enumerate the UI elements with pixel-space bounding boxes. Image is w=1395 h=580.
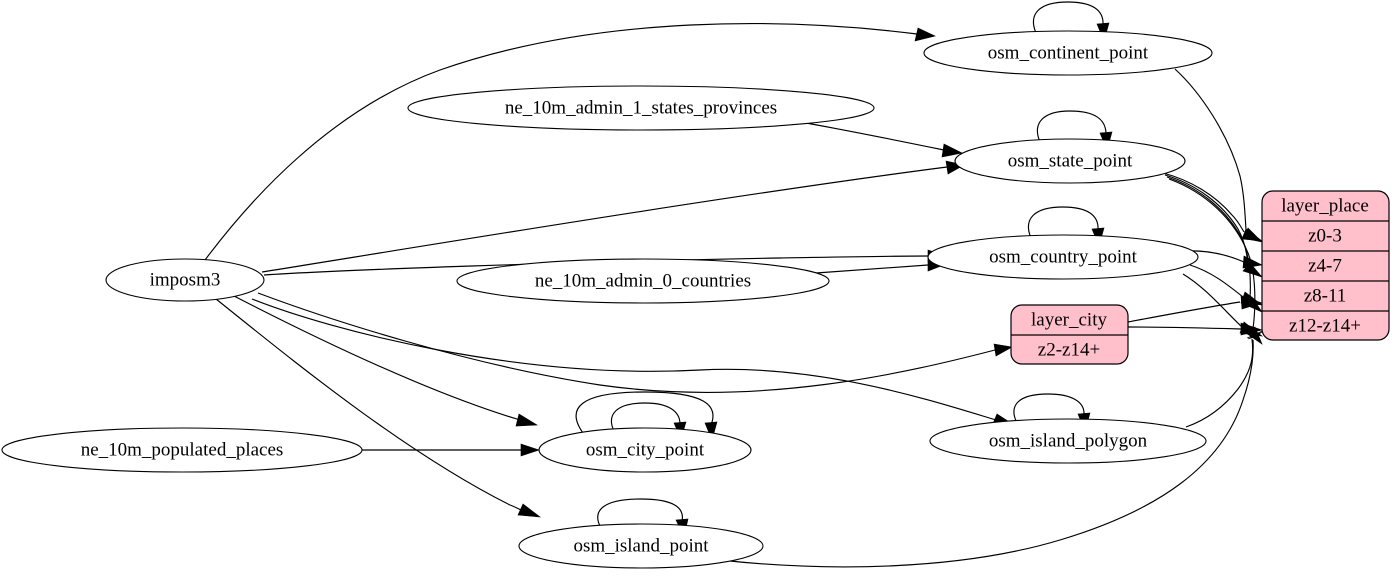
node-osm-city-point[interactable]: osm_city_point <box>538 427 752 473</box>
node-osm-island-point[interactable]: osm_island_point <box>518 523 764 569</box>
edge-imposm3-to-osm-island-point <box>215 298 542 518</box>
edge-ne-populated-places-to-osm-city-point <box>362 443 540 457</box>
edge-layer <box>204 1 1264 568</box>
record-row-layer-place-header: layer_place <box>1281 195 1369 216</box>
node-osm-state-point[interactable]: osm_state_point <box>954 138 1186 184</box>
node-layer-city[interactable]: layer_city z2-z14+ <box>1010 304 1129 365</box>
edge-osm-island-polygon-to-layer-place-z12 <box>1185 330 1263 428</box>
record-row-layer-place-z0-3[interactable]: z0-3 <box>1308 225 1342 246</box>
edge-osm-state-point-to-layer-place-z8-11 <box>1166 176 1263 313</box>
edge-imposm3-to-osm-continent-point <box>204 23 936 261</box>
edge-osm-state-point-to-layer-place-z0-3 <box>1162 172 1264 242</box>
node-label-ne-10m-admin-1-states-provinces: ne_10m_admin_1_states_provinces <box>505 97 777 118</box>
node-ne-10m-admin-0-countries[interactable]: ne_10m_admin_0_countries <box>456 258 830 304</box>
node-ne-10m-populated-places[interactable]: ne_10m_populated_places <box>1 427 363 473</box>
node-label-osm-island-polygon: osm_island_polygon <box>989 430 1148 451</box>
edge-imposm3-to-osm-city-point <box>233 295 538 427</box>
edge-layer-city-to-layer-place-z12 <box>1127 322 1264 336</box>
record-row-layer-city-header: layer_city <box>1031 309 1107 330</box>
node-label-imposm3: imposm3 <box>150 269 221 290</box>
record-row-layer-city-z2-z14[interactable]: z2-z14+ <box>1038 339 1100 360</box>
edge-osm-island-point-to-layer-place-z12 <box>719 331 1263 568</box>
node-label-ne-10m-populated-places: ne_10m_populated_places <box>81 439 284 460</box>
node-osm-country-point[interactable]: osm_country_point <box>927 234 1199 280</box>
node-ne-10m-admin-1-states-provinces[interactable]: ne_10m_admin_1_states_provinces <box>407 85 875 131</box>
edge-imposm3-to-layer-city <box>257 292 1013 393</box>
node-label-osm-state-point: osm_state_point <box>1008 150 1133 171</box>
edge-ne-admin0-countries-to-osm-country-point <box>815 258 947 274</box>
node-label-osm-continent-point: osm_continent_point <box>988 42 1149 63</box>
node-label-osm-island-point: osm_island_point <box>573 535 709 556</box>
edge-imposm3-to-osm-state-point <box>261 160 965 273</box>
record-row-layer-place-z12-z14[interactable]: z12-z14+ <box>1289 315 1361 336</box>
node-label-ne-10m-admin-0-countries: ne_10m_admin_0_countries <box>535 270 751 291</box>
record-row-layer-place-z4-7[interactable]: z4-7 <box>1308 255 1342 276</box>
node-label-osm-country-point: osm_country_point <box>989 246 1137 267</box>
node-layer: imposm3 ne_10m_admin_1_states_provinces … <box>1 30 1390 569</box>
node-imposm3[interactable]: imposm3 <box>105 258 265 302</box>
edge-layer-city-to-layer-place-z8-11 <box>1127 295 1263 323</box>
edge-osm-continent-point-to-layer-place-z0-3 <box>1174 68 1263 243</box>
self-loop-osm-city-point-outer <box>575 391 718 441</box>
node-label-osm-city-point: osm_city_point <box>586 439 705 460</box>
node-osm-island-polygon[interactable]: osm_island_polygon <box>929 418 1207 464</box>
record-row-layer-place-z8-11[interactable]: z8-11 <box>1304 285 1347 306</box>
edge-imposm3-to-osm-island-polygon <box>251 298 1015 427</box>
edge-ne-states-provinces-to-osm-state-point <box>805 122 963 158</box>
node-layer-place[interactable]: layer_place z0-3 z4-7 z8-11 z12-z14+ <box>1261 190 1390 341</box>
node-osm-continent-point[interactable]: osm_continent_point <box>923 30 1213 76</box>
